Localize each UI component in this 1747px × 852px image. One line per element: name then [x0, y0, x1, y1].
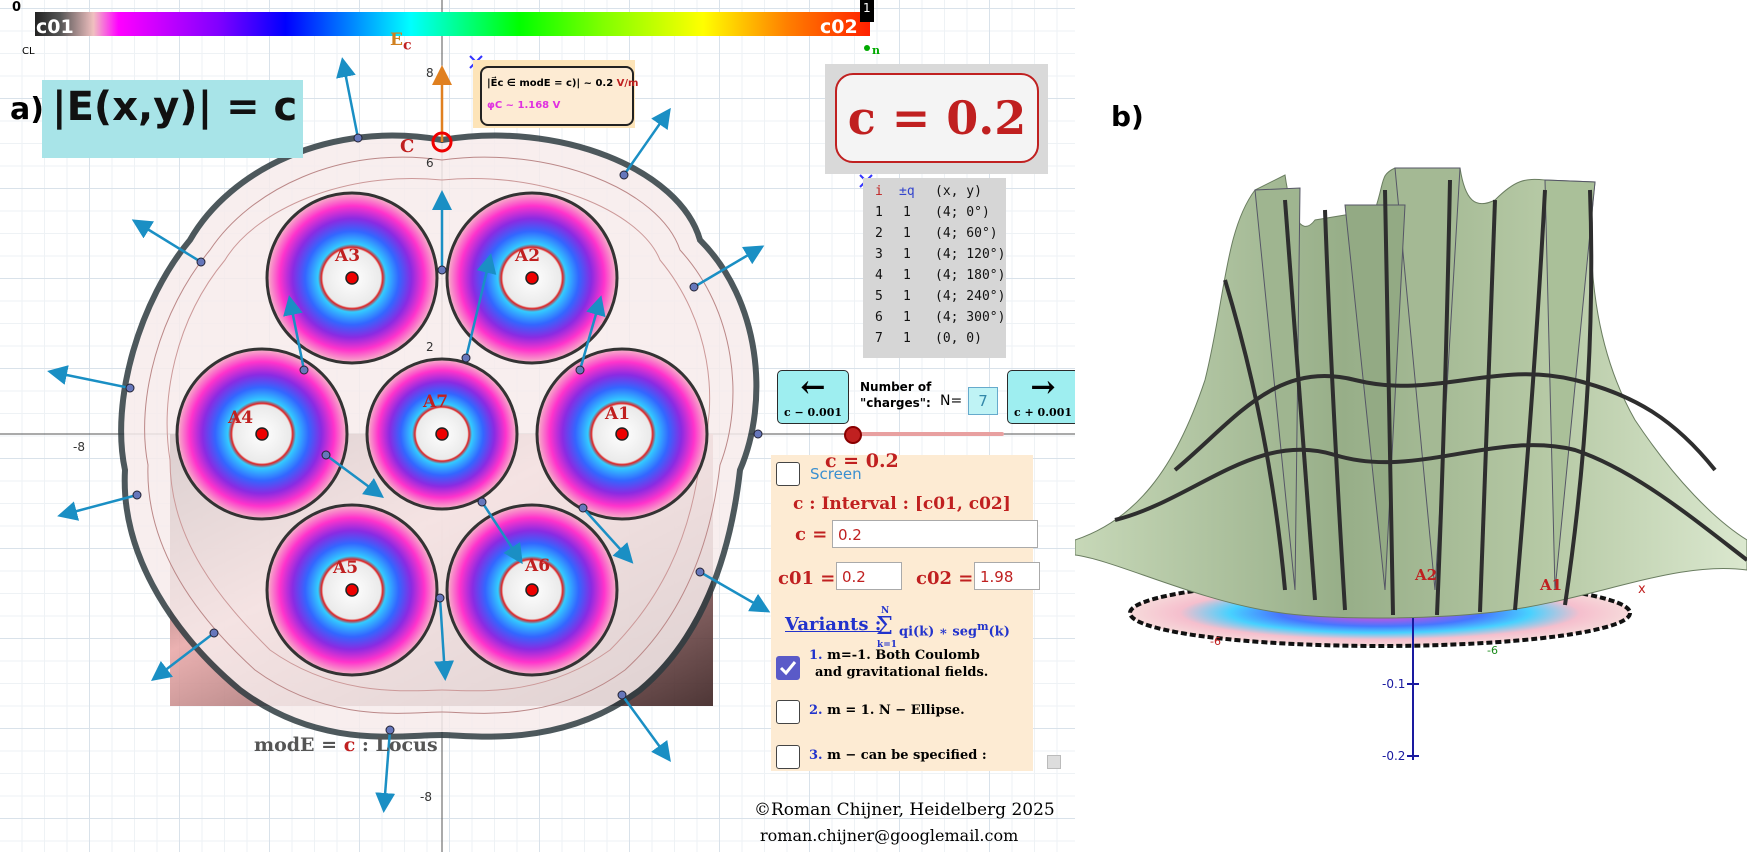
colorbar-left-value: 0	[12, 0, 22, 15]
c-field-label: c =	[795, 524, 828, 545]
b-point-label-a1: A1	[1539, 576, 1562, 594]
c01-marker-label: c01	[36, 16, 74, 38]
variant1-line1: 1. m=-1. Both Coulomb	[809, 648, 980, 663]
credits-line1: ©Roman Chijner, Heidelberg 2025	[754, 800, 1055, 820]
charge-label-a1: A1	[605, 404, 631, 424]
ec-label: Ec	[390, 30, 412, 54]
panel-b-label: b)	[1111, 100, 1144, 133]
charge-label-a6: A6	[525, 556, 551, 576]
sum-bottom: k=1	[877, 640, 898, 650]
c01-input[interactable]: 0.2	[836, 562, 902, 590]
sum-top: N	[881, 606, 890, 616]
decrease-c-button[interactable]: ← c − 0.001	[777, 370, 849, 424]
b-z-tick-2: -0.2	[1382, 749, 1405, 763]
c-slider-track[interactable]	[852, 432, 1004, 436]
info-line-2: φC ~ 1.168 V	[487, 100, 561, 111]
n-point[interactable]	[864, 45, 870, 51]
variant3-checkbox[interactable]	[776, 745, 800, 769]
resize-handle[interactable]	[1047, 755, 1061, 769]
n-caption-1: Number of	[860, 380, 932, 394]
x-tick-neg8: -8	[73, 440, 85, 454]
variant2-checkbox[interactable]	[776, 700, 800, 724]
increase-c-label: c + 0.001	[1013, 406, 1073, 419]
screen-checkbox[interactable]	[776, 462, 800, 486]
panel-a: 1 0 c01 c02 CL n a) |E(x,y)| = c Ec C |E…	[0, 0, 1075, 852]
formula-box	[42, 80, 303, 158]
panel-b: b)	[1075, 0, 1747, 852]
control-panel	[771, 455, 1033, 771]
increase-c-button[interactable]: → c + 0.001	[1007, 370, 1075, 424]
y-tick-neg8: -8	[420, 790, 432, 804]
arrow-right-icon: →	[1030, 370, 1056, 405]
y-tick-2: 2	[426, 340, 434, 354]
table-header: i ±q (x, y)	[875, 184, 982, 199]
b-point-label-a2: A2	[1414, 566, 1437, 584]
b-x-axis-label: x	[1638, 582, 1646, 597]
decrease-c-label: c − 0.001	[783, 406, 843, 419]
n-label: N=	[940, 393, 963, 409]
charge-label-a4: A4	[228, 408, 254, 428]
c-slider-handle[interactable]	[844, 426, 862, 444]
screen-label: Screen	[810, 465, 862, 483]
field-arrows	[47, 57, 771, 813]
y-tick-8: 8	[426, 66, 434, 80]
c01-field-label: c01 =	[778, 568, 836, 589]
variant1-checkbox[interactable]	[776, 656, 800, 680]
interval-label: c : Interval : [c01, c02]	[793, 494, 1011, 514]
c-input[interactable]: 0.2	[832, 520, 1038, 548]
info-unit: V/m	[616, 78, 639, 89]
check-icon	[779, 661, 797, 676]
info-line-1: |E⃗c ∈ modE = c)| ~ 0.2	[487, 78, 614, 89]
slider-value-label: c = 0.2	[825, 450, 899, 472]
c02-field-label: c02 =	[916, 568, 974, 589]
colorbar-right-value: 1	[863, 1, 871, 15]
colorbar-right-marker[interactable]	[860, 0, 874, 22]
n-label: n	[872, 44, 880, 57]
y-tick-6: 6	[426, 156, 434, 170]
charge-label-a5: A5	[333, 558, 359, 578]
arrow-left-icon: ←	[800, 370, 826, 405]
b-y-tick: -6	[1487, 644, 1498, 657]
info-box: |E⃗c ∈ modE = c)| ~ 0.2 V/m φC ~ 1.168 V	[480, 66, 638, 126]
b-z-tick-1: -0.1	[1382, 677, 1405, 691]
c02-marker-label: c02	[820, 16, 858, 38]
sum-formula: qi(k) ∗ segm(k)	[899, 620, 1010, 640]
variants-link[interactable]: Variants :	[785, 614, 882, 635]
c02-input[interactable]: 1.98	[974, 562, 1040, 590]
locus-label: modE = c : Locus	[254, 734, 438, 756]
charge-label-a7: A7	[423, 392, 449, 412]
n-input[interactable]: 7	[968, 387, 998, 415]
b-x-tick: -6	[1210, 635, 1221, 648]
point-c-label[interactable]: C	[400, 136, 415, 157]
c-display: c = 0.2	[835, 73, 1039, 163]
sum-sigma: Σ	[876, 612, 893, 640]
variant3-label: 3. m − can be specified :	[809, 748, 987, 763]
variant2-label: 2. m = 1. N − Ellipse.	[809, 703, 965, 718]
variant1-line2: and gravitational fields.	[815, 665, 989, 680]
color-bar	[35, 12, 870, 36]
charge-label-a2: A2	[515, 246, 541, 266]
field-plot	[0, 0, 1075, 852]
charge-label-a3: A3	[335, 246, 361, 266]
formula-text: |E(x,y)| = c	[52, 84, 298, 130]
n-caption-2: "charges":	[860, 396, 931, 410]
panel-a-label: a)	[10, 92, 44, 127]
credits-line2: roman.chijner@googlemail.com	[760, 826, 1019, 845]
surface-3d: A1 A2 x -0.1 -0.2 -6 -6	[1075, 167, 1747, 763]
cl-label: CL	[22, 46, 35, 57]
